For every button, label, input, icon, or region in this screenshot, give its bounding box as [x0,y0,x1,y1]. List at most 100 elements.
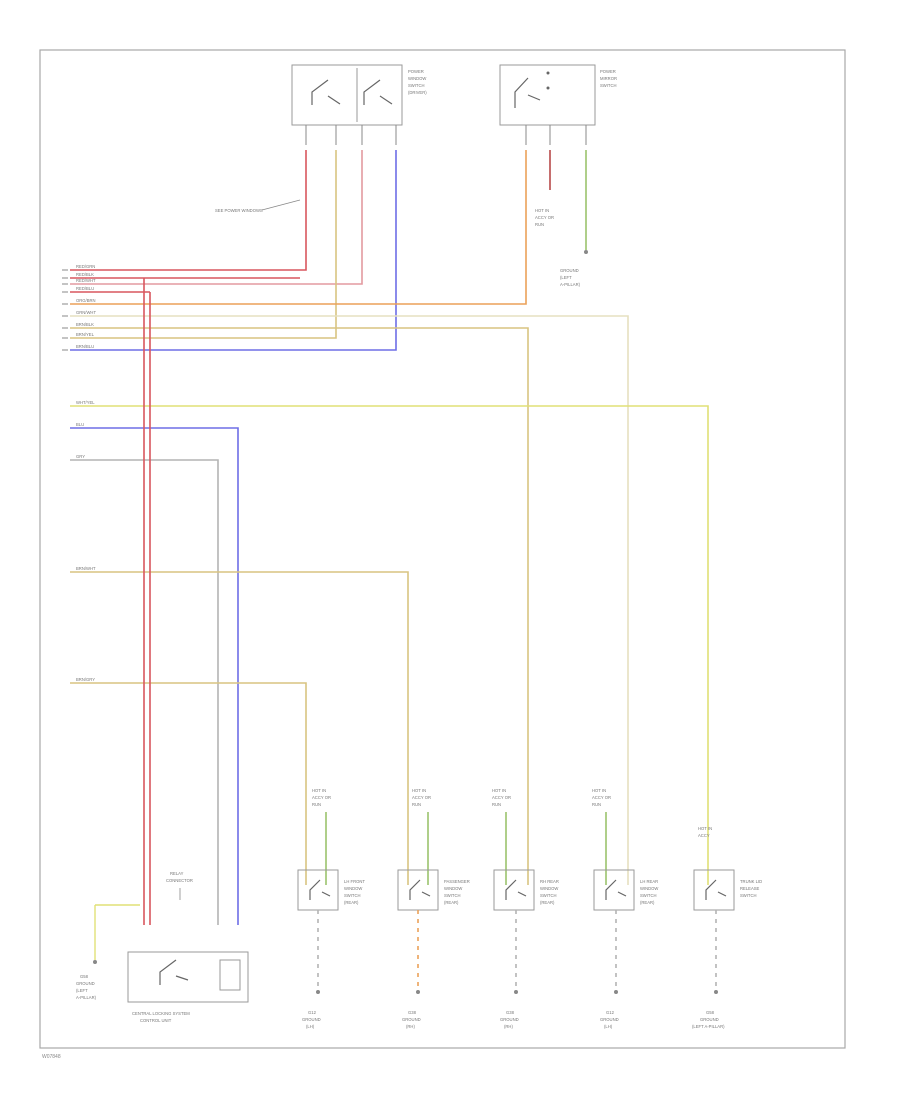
switch-4-ground-1: G12 [606,1010,615,1015]
wire-label-4: RED/BLU [76,286,94,291]
switch-2-ground-2: GROUND [402,1017,421,1022]
switch-4-ground-2: GROUND [600,1017,619,1022]
mid-wire-label-2: BLU [76,422,84,427]
mid-wire-label-5: BRN/GRY [76,677,95,682]
switch-2-label-1: PASSENGER [444,879,470,884]
switch-3-label-1: RH REAR [540,879,559,884]
left-ground-line-3: (LEFT [76,988,88,993]
middle-wire-labels: WHT/YEL BLU GRY BRN/WHT BRN/GRY [76,400,96,682]
mirror-ground-line-2: (LEFT [560,275,572,280]
top-wire-ticks [62,269,68,351]
switch-4-top-3: RUN [592,802,601,807]
switch-2-ground-3: (RH) [406,1024,415,1029]
switch-1-ground-2: GROUND [302,1017,321,1022]
switch-1-label-1: LH FRONT [344,879,365,884]
wire-label-3: RED/WHT [76,278,96,283]
switch-2-top-3: RUN [412,802,421,807]
window-switch-passenger: HOT IN ACCY OR RUN PASSENGER WINDOW SWIT… [397,788,470,1029]
top-wire-labels: RED/GRN RED/BLK RED/WHT RED/BLU ORG/BRN … [76,264,96,349]
wire-label-7: BRN/BLK [76,322,94,327]
wire-label-1: RED/GRN [76,264,95,269]
switch-3-label-2: WINDOW [540,886,558,891]
mirror-switch-label-1: POWER [600,69,616,74]
switch-4-label-1: LH REAR [640,879,658,884]
wire-label-9: BRN/BLU [76,344,94,349]
switch-2-ground-1: G38 [408,1010,417,1015]
switch-4-label-2: WINDOW [640,886,658,891]
switch-1-ground-1: G12 [308,1010,317,1015]
switch-4-label-4: (REAR) [640,900,655,905]
mid-wire-label-3: GRY [76,454,85,459]
mirror-ground-line-1: GROUND [560,268,579,273]
top-connector-stubs [305,125,587,145]
switch-1-top-2: ACCY OR [312,795,331,800]
wire-label-6: GRN/WHT [76,310,96,315]
switch-5-label-2: RELEASE [740,886,760,891]
wire-label-5: ORG/BRN [76,298,96,303]
central-locking-control-unit: CENTRAL LOCKING SYSTEM CONTROL UNIT G58 … [76,871,249,1023]
switch-3-ground-1: G38 [506,1010,515,1015]
splice-label-left: SEE POWER WINDOWS [215,208,263,213]
switch-3-top-1: HOT IN [492,788,506,793]
switch-4-top-1: HOT IN [592,788,606,793]
wire-label-2: RED/BLK [76,272,94,277]
relay-note-1: RELAY [170,871,184,876]
switch-1-label-4: (REAR) [344,900,359,905]
switch-4-label-3: SWITCH [640,893,657,898]
switch-3-top-2: ACCY OR [492,795,511,800]
control-unit-label-2: CONTROL UNIT [140,1018,172,1023]
switch-3-label-4: (REAR) [540,900,555,905]
hot-note-line-3: RUN [535,222,544,227]
relay-note-2: CONNECTOR [166,878,193,883]
mirror-switch-block: POWER MIRROR SWITCH [499,64,617,126]
left-ground-line-2: GROUND [76,981,95,986]
window-switch-lh-front: HOT IN ACCY OR RUN LH FRONT WINDOW SWITC… [297,788,365,1029]
switch-block-label-2: WINDOW [408,76,426,81]
switch-5-top-1: HOT IN [698,826,712,831]
switch-1-top-3: RUN [312,802,321,807]
switch-5-top-2: ACCY [698,833,710,838]
hot-note-line-1: HOT IN [535,208,549,213]
top-wire-group [70,150,629,885]
middle-wire-group [70,278,709,925]
left-ground-line-4: A-PILLAR) [76,995,97,1000]
switch-1-top-1: HOT IN [312,788,326,793]
switch-5-ground-2: GROUND [700,1017,719,1022]
mirror-ground-line-3: A-PILLAR) [560,282,581,287]
switch-2-label-2: WINDOW [444,886,462,891]
splice-note-left: SEE POWER WINDOWS [215,199,301,213]
left-ground-line-1: G58 [80,974,89,979]
hot-note-line-2: ACCY OR [535,215,554,220]
switch-4-ground-3: (LH) [604,1024,613,1029]
window-switch-rh-rear: HOT IN ACCY OR RUN RH REAR WINDOW SWITCH… [492,788,559,1029]
wire-label-8: BRN/YEL [76,332,95,337]
switch-block-label-4: (DRIVER) [408,90,427,95]
switch-5-ground-1: G58 [706,1010,715,1015]
trunk-lid-release-switch: HOT IN ACCY TRUNK LID RELEASE SWITCH G58… [692,826,762,1029]
mirror-switch-label-2: MIRROR [600,76,617,81]
switch-4-top-2: ACCY OR [592,795,611,800]
mirror-switch-label-3: SWITCH [600,83,617,88]
switch-1-ground-3: (LH) [306,1024,315,1029]
switch-3-ground-3: (RH) [504,1024,513,1029]
figure-id: W07848 [42,1054,61,1060]
switch-3-label-3: SWITCH [540,893,557,898]
switch-2-top-2: ACCY OR [412,795,431,800]
switch-1-label-2: WINDOW [344,886,362,891]
switch-2-label-3: SWITCH [444,893,461,898]
hot-note: HOT IN ACCY OR RUN [535,208,554,227]
window-switch-lh-rear: HOT IN ACCY OR RUN LH REAR WINDOW SWITCH… [592,788,658,1029]
switch-3-ground-2: GROUND [500,1017,519,1022]
switch-2-label-4: (REAR) [444,900,459,905]
switch-block-label-3: SWITCH [408,83,425,88]
power-window-switch-block: POWER WINDOW SWITCH (DRIVER) [291,64,427,126]
mirror-ground-note: GROUND (LEFT A-PILLAR) [560,250,588,287]
control-unit-label-1: CENTRAL LOCKING SYSTEM [132,1011,190,1016]
mid-wire-label-4: BRN/WHT [76,566,96,571]
switch-block-label-1: POWER [408,69,424,74]
switch-1-label-3: SWITCH [344,893,361,898]
switch-3-top-3: RUN [492,802,501,807]
switch-5-label-3: SWITCH [740,893,757,898]
diagram-frame [39,49,846,1049]
